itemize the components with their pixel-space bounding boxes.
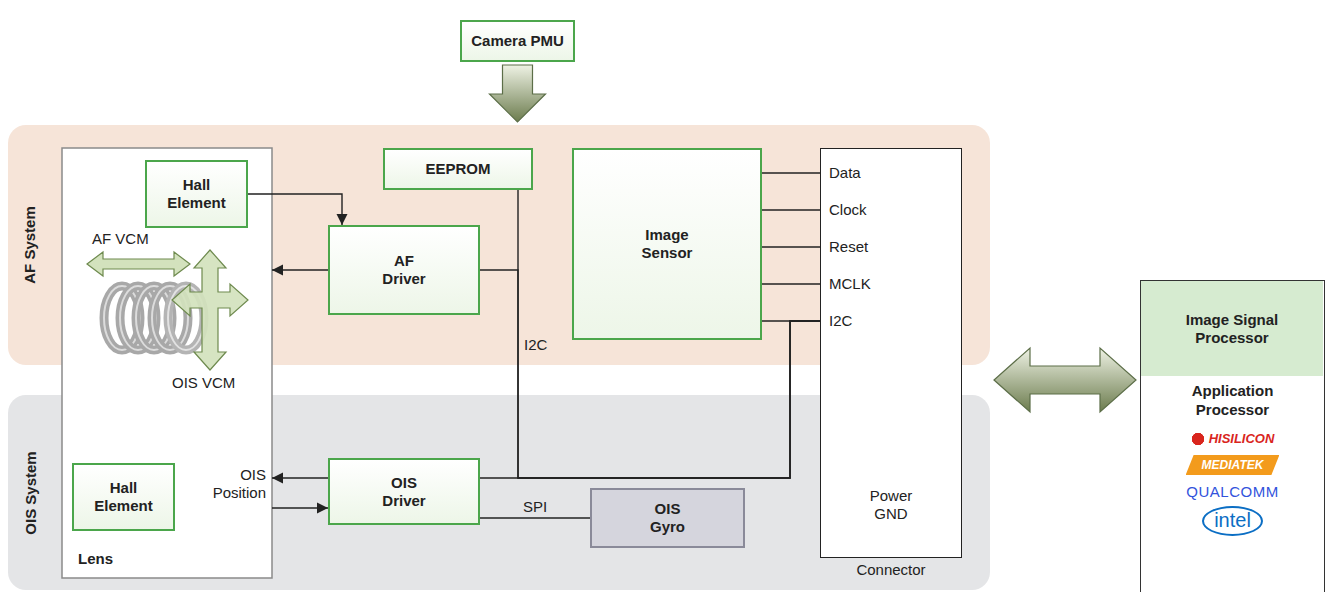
label-anchor: OIS Position [196, 466, 266, 502]
driver-box: AF Driver [328, 225, 480, 315]
sensor-box: Image Sensor [572, 148, 762, 340]
signal-line [248, 194, 342, 225]
driver-box: OIS Driver [328, 458, 480, 525]
node-text: OIS Driver [382, 474, 425, 510]
signal-line [480, 517, 590, 518]
interface-arrow [994, 348, 1136, 412]
node-text: Camera PMU [471, 32, 564, 50]
lens-outline [62, 148, 272, 578]
node-text: Image Signal Processor [1172, 311, 1292, 347]
label-anchor: OIS VCM [172, 374, 235, 392]
signal-line [480, 321, 820, 478]
node-text: Power GND [870, 487, 913, 523]
label-anchor: SPI [523, 498, 547, 516]
power-unit-box: Camera PMU [460, 20, 575, 62]
ois-vcm-arrow [172, 250, 248, 370]
hall-sensor-box: Hall Element [145, 160, 248, 228]
bus-label: SPI [523, 498, 547, 516]
signal-line [762, 283, 820, 284]
part-label: OIS VCM [172, 374, 235, 392]
node-text: OIS System [21, 451, 39, 534]
part-label: OIS Position [213, 466, 266, 502]
signal-line [762, 320, 820, 321]
node-text: MEDIATEK [1186, 455, 1280, 475]
label-anchor: AF VCM [92, 230, 149, 248]
node-text: Connector [821, 561, 961, 579]
signal-line [272, 507, 328, 508]
node-text: Lens [78, 550, 272, 568]
lens-module: LensHall ElementHall Element [62, 148, 272, 578]
node-text: Application Processor [1192, 381, 1274, 419]
node-text: Reset [829, 238, 961, 256]
node-text: AF System [21, 206, 39, 284]
node-text: Hall Element [167, 176, 225, 212]
node-text: Hall Element [94, 479, 152, 515]
signal-line [762, 246, 820, 247]
power-arrow [490, 65, 546, 122]
node-text: QUALCOMM [1186, 483, 1278, 501]
signal-line [272, 477, 328, 478]
label-anchor: I2C [524, 336, 547, 354]
gyro-box: OIS Gyro [590, 488, 745, 548]
memory-box: EEPROM [383, 148, 533, 190]
node-text: HISILICON [1191, 431, 1275, 447]
signal-line [272, 269, 328, 270]
node-text: Image Sensor [642, 226, 693, 262]
processor-box: Application ProcessorHISILICON MEDIATEK QU… [1140, 280, 1325, 592]
node-text: EEPROM [425, 160, 490, 178]
node-text: I2C [829, 312, 961, 330]
bus-label: I2C [524, 336, 547, 354]
af-vcm-arrow [87, 252, 190, 276]
part-label: AF VCM [92, 230, 149, 248]
node-text: Clock [829, 201, 961, 219]
hall-sensor-box: Hall Element [72, 463, 175, 531]
node-text: OIS Gyro [650, 500, 685, 536]
node-text: MCLK [829, 275, 961, 293]
signal-line [762, 172, 820, 173]
node-text: AF Driver [382, 252, 425, 288]
node-text: intel [1202, 506, 1263, 536]
node-text: Data [829, 164, 961, 182]
signal-line [762, 209, 820, 210]
connector-box: DataClockResetMCLKI2CPower GNDConnector [820, 148, 962, 558]
isp-box: Image Signal Processor [1141, 281, 1323, 376]
